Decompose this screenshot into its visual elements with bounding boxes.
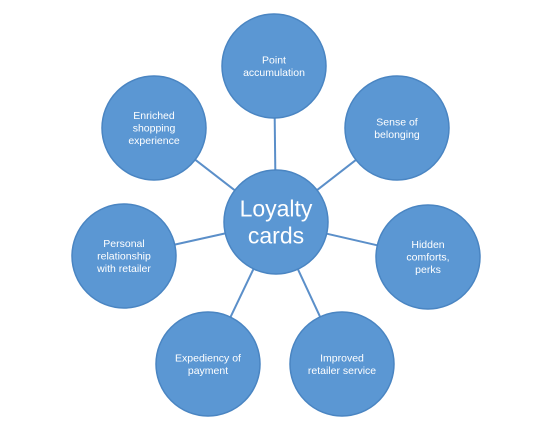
node-label-line: retailer service <box>308 365 376 377</box>
center-label-line: cards <box>248 223 304 249</box>
connector-hidden-comforts-perks <box>326 232 378 247</box>
node-label-line: Expediency of <box>175 352 241 364</box>
connector-personal-relationship <box>174 232 226 246</box>
connector-sense-of-belonging <box>316 159 357 191</box>
node-circle-sense-of-belonging <box>344 75 450 181</box>
node-circle-personal-relationship <box>71 203 177 309</box>
node-circle-point-accumulation <box>221 13 327 119</box>
node-label-line: Improved <box>320 352 364 364</box>
node-label-line: comforts, <box>406 252 449 264</box>
center-label-line: Loyalty <box>240 196 313 222</box>
node-label-line: Personal <box>103 238 144 250</box>
node-circle-improved-retailer-service <box>289 311 395 417</box>
connectors <box>174 117 378 318</box>
node-label-line: payment <box>188 365 228 377</box>
node-label-line: shopping <box>133 123 176 135</box>
node-label-line: Hidden <box>411 239 444 251</box>
node-label-line: Enriched <box>133 110 175 122</box>
node-circle-hidden-comforts-perks <box>375 204 481 310</box>
node-label-line: Sense of <box>376 116 418 128</box>
connector-point-accumulation <box>273 117 277 171</box>
node-label-line: perks <box>415 264 441 276</box>
node-label-line: accumulation <box>243 67 305 79</box>
node-label-line: with retailer <box>96 263 151 275</box>
connector-expediency-of-payment <box>229 268 255 318</box>
node-circle-enriched-shopping <box>101 75 207 181</box>
node-label-line: belonging <box>374 129 420 141</box>
center-circle <box>223 169 329 275</box>
node-label-line: experience <box>128 135 180 147</box>
connector-enriched-shopping <box>194 158 236 192</box>
node-label-line: Point <box>262 54 286 66</box>
node-circle-expediency-of-payment <box>155 311 261 417</box>
node-label-line: relationship <box>97 251 151 263</box>
connector-improved-retailer-service <box>296 268 322 318</box>
